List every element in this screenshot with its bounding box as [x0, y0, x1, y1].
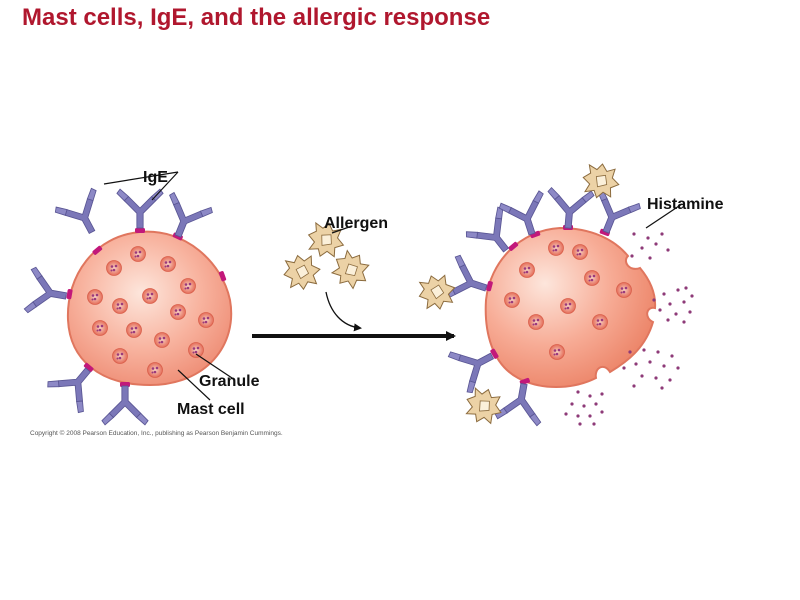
granule-icon	[584, 270, 600, 286]
granule-icon	[572, 244, 588, 260]
granule-icon	[548, 240, 564, 256]
copyright-text: Copyright © 2008 Pearson Education, Inc.…	[30, 429, 283, 437]
granule-icon	[616, 282, 632, 298]
granule-icon	[504, 292, 520, 308]
binding-arrow	[325, 291, 362, 332]
ige-antibody-icon	[52, 186, 113, 244]
slide-title: Mast cells, IgE, and the allergic respon…	[22, 4, 491, 31]
ige-antibody-icon	[494, 379, 548, 427]
granule-icon	[87, 289, 103, 305]
granule-icon	[92, 320, 108, 336]
allergen-leader-line	[331, 225, 353, 234]
granule-icon	[160, 256, 176, 272]
granule-label: Granule	[199, 373, 260, 390]
granule-icon	[106, 260, 122, 276]
granule-icon	[142, 288, 158, 304]
allergen-icon	[279, 250, 325, 294]
granule-icon	[154, 332, 170, 348]
granule-icon	[198, 312, 214, 328]
ige-antibody-icon	[544, 186, 595, 231]
granule-icon	[130, 246, 146, 262]
histamine-leader-line	[645, 203, 683, 229]
granule-icon	[592, 314, 608, 330]
histamine-particles	[564, 232, 694, 426]
granule-icon	[112, 298, 128, 314]
allergen-label: Allergen	[324, 215, 388, 232]
granule-icon	[180, 278, 196, 294]
ige-label: IgE	[143, 169, 168, 186]
granule-icon	[528, 314, 544, 330]
granule-icon	[170, 304, 186, 320]
ige-antibody-icon	[23, 266, 71, 320]
granule-icon	[126, 322, 142, 338]
granule-icon	[549, 344, 565, 360]
granule-icon	[147, 362, 163, 378]
mast-cell-label: Mast cell	[177, 401, 245, 418]
resting-mast-cell	[23, 186, 233, 426]
granule-icon	[519, 262, 535, 278]
granule-icon	[112, 348, 128, 364]
granule-icon	[188, 342, 204, 358]
granule-icon	[560, 298, 576, 314]
leader-lines-left	[103, 171, 233, 401]
histamine-label: Histamine	[647, 196, 724, 213]
activated-mast-cell	[413, 161, 657, 428]
ige-antibody-icon	[101, 385, 149, 426]
